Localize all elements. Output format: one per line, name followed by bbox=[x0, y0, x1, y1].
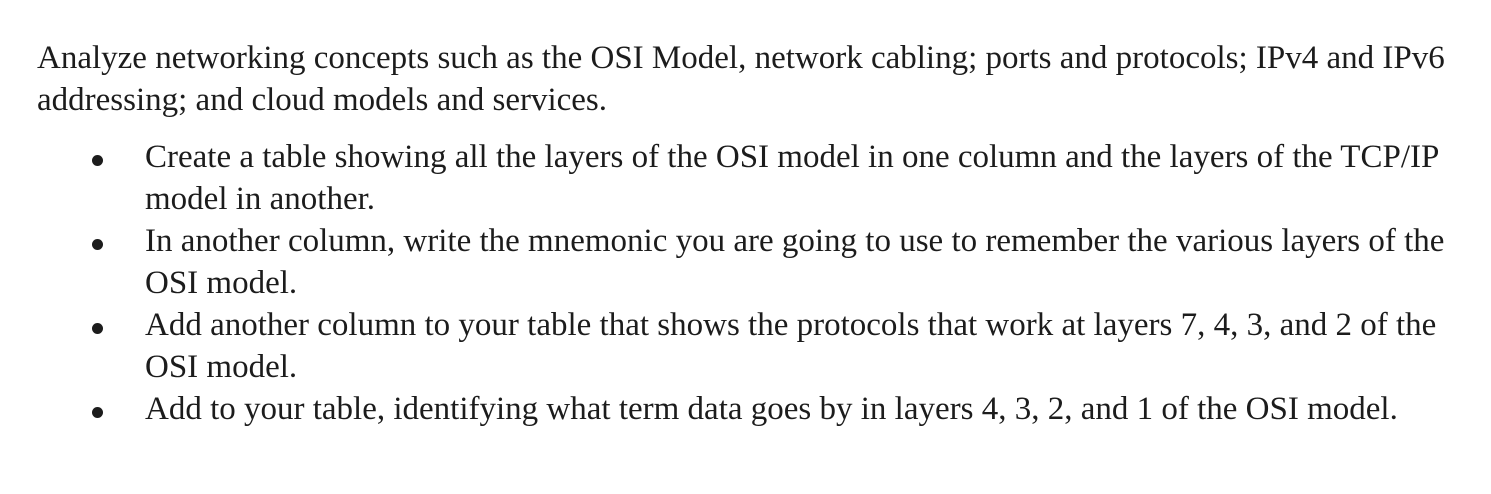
list-item: In another column, write the mnemonic yo… bbox=[0, 220, 1491, 304]
list-item-text: In another column, write the mnemonic yo… bbox=[145, 223, 1445, 301]
bullet-point-icon bbox=[92, 407, 103, 418]
bullet-point-icon bbox=[92, 323, 103, 334]
list-item: Create a table showing all the layers of… bbox=[0, 136, 1491, 220]
task-bullet-list: Create a table showing all the layers of… bbox=[0, 136, 1491, 430]
list-item: Add to your table, identifying what term… bbox=[0, 388, 1491, 430]
bullet-point-icon bbox=[92, 155, 103, 166]
list-item-text: Add to your table, identifying what term… bbox=[145, 391, 1398, 427]
list-item-text: Add another column to your table that sh… bbox=[145, 307, 1437, 385]
list-item: Add another column to your table that sh… bbox=[0, 304, 1491, 388]
bullet-point-icon bbox=[92, 239, 103, 250]
intro-paragraph: Analyze networking concepts such as the … bbox=[37, 40, 1445, 118]
list-item-text: Create a table showing all the layers of… bbox=[145, 139, 1439, 217]
